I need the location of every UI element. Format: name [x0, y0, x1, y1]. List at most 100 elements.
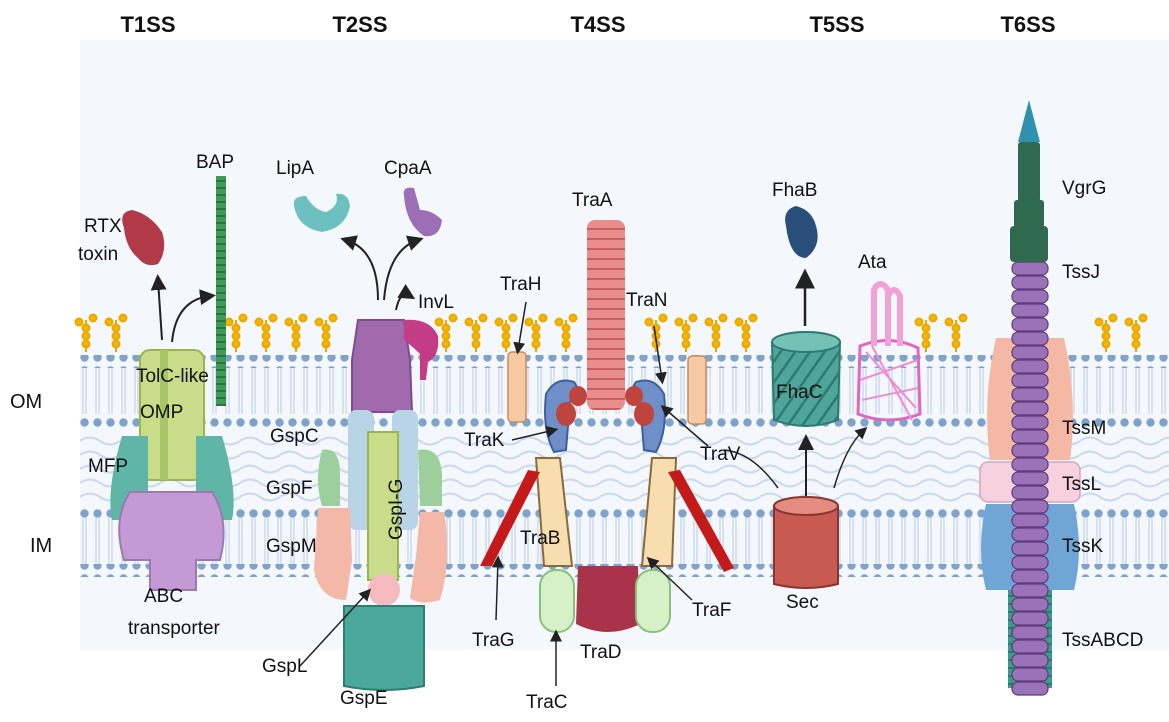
tube-segment [1011, 457, 1049, 472]
label-trac: TraC [526, 692, 568, 713]
label-toxin: toxin [78, 244, 118, 265]
lps-chain [434, 313, 458, 352]
tube-segment [1011, 387, 1049, 402]
title-t2ss: T2SS [332, 12, 387, 37]
fhac-shape [770, 341, 842, 427]
label-cpaa: CpaA [384, 158, 432, 179]
label-ata: Ata [858, 252, 887, 273]
bap-shape [216, 176, 226, 406]
abc-transporter-shape [118, 491, 225, 591]
lps-chain [314, 313, 338, 352]
lps-chain [254, 313, 278, 352]
tube-segment [1011, 331, 1049, 346]
title-t4ss: T4SS [570, 12, 625, 37]
label-vgrg: VgrG [1062, 178, 1106, 199]
tube-segment [1011, 653, 1049, 668]
tube-segment [1011, 639, 1049, 654]
tube-segment [1011, 597, 1049, 612]
tube-segment [1011, 303, 1049, 318]
label-sec: Sec [786, 592, 819, 613]
tube-segment [1011, 611, 1049, 626]
trab-left-shape [534, 457, 574, 567]
label-im: IM [30, 535, 52, 557]
t2ss-system: LipA CpaA InvL GspC GspF GspM GspI-G Gsp… [262, 158, 454, 709]
tube-segment [1011, 471, 1049, 486]
tube-segment [1011, 373, 1049, 388]
background [74, 40, 1169, 650]
label-transporter: transporter [128, 618, 221, 639]
trac-left-shape [539, 569, 575, 633]
tube-segment [1011, 429, 1049, 444]
trab-right-shape [640, 457, 678, 567]
label-tolc: TolC-like [136, 366, 209, 387]
lps-chain [704, 313, 728, 352]
gspf-right-shape [418, 449, 442, 506]
label-tssk: TssK [1062, 536, 1104, 557]
trah-shape [507, 351, 527, 423]
lipa-shape [293, 193, 350, 232]
lps-chain [1094, 313, 1118, 352]
tube-segment [1011, 317, 1049, 332]
label-tssm: TssM [1062, 418, 1106, 439]
ata-stalk-shape [871, 281, 891, 346]
tube-segment [1011, 359, 1049, 374]
vgrg-tip-shape [1018, 100, 1040, 142]
lps-chain [674, 313, 698, 352]
t4ss-system: TraA TraH TraN TraK TraV TraB TraG TraD … [464, 190, 741, 713]
label-invl: InvL [418, 292, 454, 313]
label-trad: TraD [580, 642, 622, 663]
lps-chain [224, 313, 248, 352]
label-rtx: RTX [84, 216, 122, 237]
trag-left-shape [480, 470, 540, 566]
vgrg-base-shape [1010, 226, 1048, 262]
label-trag: TraG [472, 630, 515, 651]
label-tssj: TssJ [1062, 262, 1100, 283]
tube-segment [1011, 401, 1049, 416]
label-om: OM [10, 391, 42, 413]
traa-pilus-shape [587, 220, 625, 410]
label-mfp: MFP [88, 456, 128, 477]
tube-segment [1011, 569, 1049, 584]
lps-chain [494, 313, 518, 352]
cpaa-shape [403, 187, 442, 237]
lps-chain [944, 313, 968, 352]
lps-chain [554, 313, 578, 352]
gspe-shape [343, 605, 425, 691]
trag-right-shape [668, 470, 734, 572]
tube-segment [1011, 443, 1049, 458]
lps-chain [104, 313, 128, 352]
label-abc: ABC [144, 586, 183, 607]
tube-segment [1011, 527, 1049, 542]
label-trav: TraV [700, 444, 741, 465]
label-tssl: TssL [1062, 474, 1101, 495]
t5ss-system: FhaB Ata FhaC Sec [723, 180, 922, 613]
tube-segment [1011, 625, 1049, 640]
tube-segment [1011, 555, 1049, 570]
tube-segment [1011, 681, 1049, 696]
outer-secretin-shape [351, 319, 414, 413]
rtx-toxin-shape [122, 210, 165, 266]
tube-segment [1011, 415, 1049, 430]
lps-chain [464, 313, 488, 352]
gspig-shape [367, 431, 399, 581]
label-traa: TraA [572, 190, 613, 211]
tssj-tube-shape [1011, 261, 1049, 696]
tube-segment [1011, 513, 1049, 528]
trac-right-shape [635, 569, 671, 633]
label-trab: TraB [520, 528, 560, 549]
label-tran: TraN [626, 290, 668, 311]
tube-segment [1011, 667, 1049, 682]
vgrg-shape [1018, 142, 1040, 202]
lps-chain [74, 313, 98, 352]
label-lipa: LipA [276, 158, 314, 179]
label-fhab: FhaB [772, 180, 817, 201]
invl-shape [404, 319, 439, 380]
tube-segment [1011, 583, 1049, 598]
label-gspc: GspC [270, 426, 319, 447]
label-gspe: GspE [340, 688, 388, 709]
label-bap: BAP [196, 152, 234, 173]
tube-segment [1011, 289, 1049, 304]
label-tssabcd: TssABCD [1062, 630, 1143, 651]
fhab-shape [785, 206, 818, 258]
